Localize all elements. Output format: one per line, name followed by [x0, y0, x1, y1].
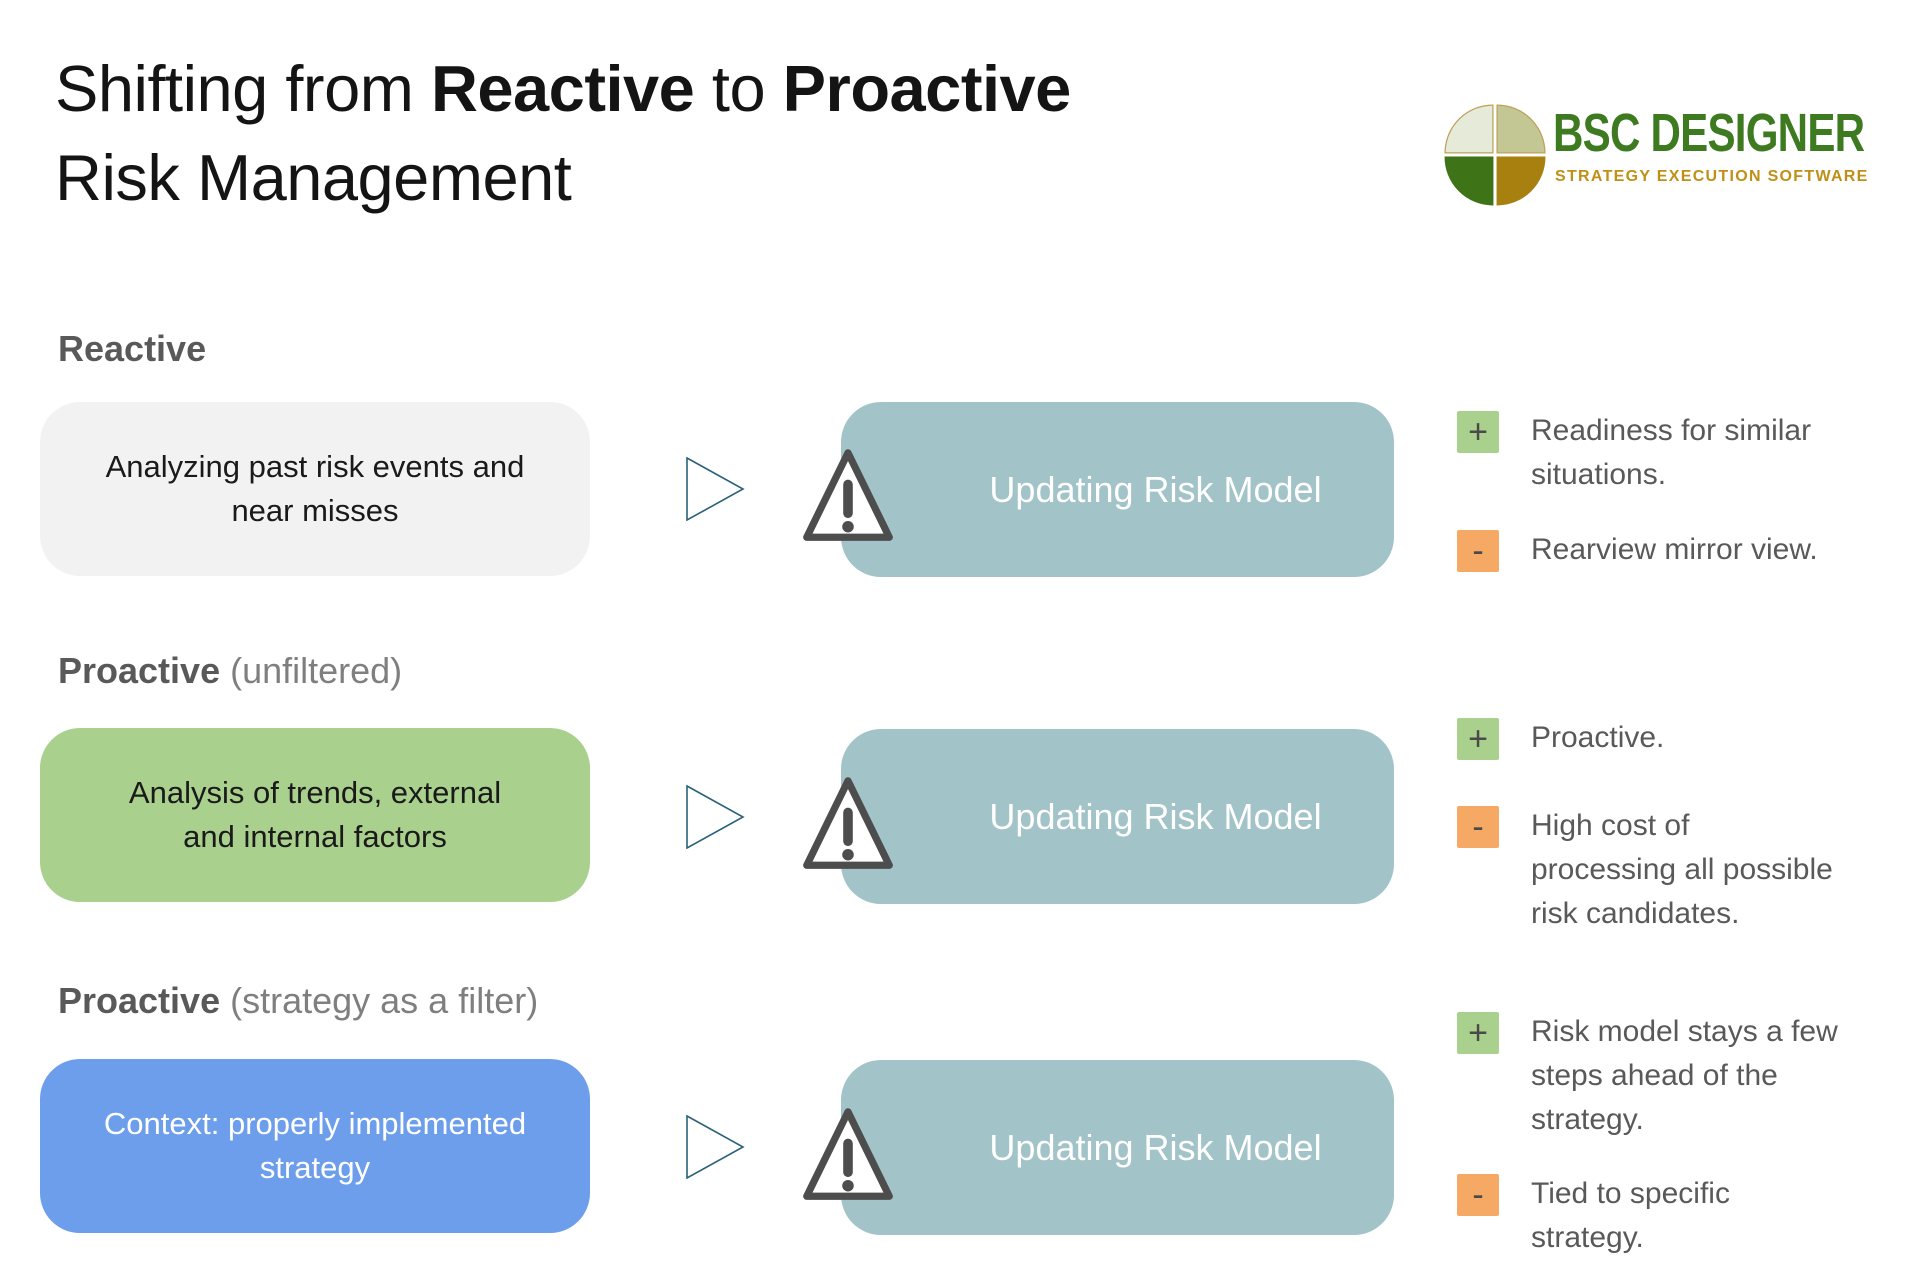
title-word-proactive: Proactive: [782, 52, 1072, 125]
warning-icon: [803, 777, 893, 869]
source-box-text: Analysis of trends, external and interna…: [128, 775, 502, 854]
source-box-proactive-unfiltered: Analysis of trends, external and interna…: [40, 728, 590, 902]
plus-icon: +: [1457, 1012, 1499, 1054]
warning-icon: [803, 449, 893, 541]
con-note-1: Rearview mirror view.: [1531, 533, 1818, 566]
page-title-line1: Shifting from Reactive to Proactive: [55, 52, 1072, 125]
row-heading-reactive: Reactive: [58, 328, 207, 369]
minus-icon: -: [1457, 806, 1499, 848]
risk-model-box-1: Updating Risk Model: [841, 402, 1394, 577]
source-box-reactive: Analyzing past risk events and near miss…: [40, 402, 590, 576]
page-title: Shifting from Reactive to Proactive Risk…: [55, 44, 1071, 222]
arrow-right-icon: [686, 457, 745, 521]
logo-name: BSC DESIGNER: [1553, 103, 1865, 163]
plus-icon: +: [1457, 411, 1499, 453]
pro-note-3: Risk model stays a few steps ahead of th…: [1531, 1015, 1838, 1136]
con-note-2: High cost of processing all possible ris…: [1531, 809, 1833, 930]
risk-model-label: Updating Risk Model: [989, 795, 1322, 837]
minus-icon: -: [1457, 1174, 1499, 1216]
risk-model-box-2: Updating Risk Model: [841, 729, 1394, 904]
source-box-strategy-context: Context: properly implemented strategy: [40, 1059, 590, 1233]
risk-model-label: Updating Risk Model: [989, 468, 1322, 510]
pro-note-1: Readiness for similar situations.: [1531, 414, 1812, 491]
arrow-right-icon: [686, 1115, 745, 1179]
source-box-text: Context: properly implemented strategy: [103, 1106, 527, 1185]
logo-tagline: STRATEGY EXECUTION SOFTWARE: [1555, 168, 1869, 185]
row-heading-proactive-unfiltered: Proactive (unfiltered): [58, 650, 403, 691]
title-word-reactive: Reactive: [430, 52, 695, 125]
minus-icon: -: [1457, 530, 1499, 572]
arrow-right-icon: [686, 785, 745, 849]
con-note-3: Tied to specific strategy.: [1531, 1177, 1730, 1254]
source-box-text: Analyzing past risk events and near miss…: [105, 449, 525, 528]
plus-icon: +: [1457, 718, 1499, 760]
row-heading-proactive-filter: Proactive (strategy as a filter): [58, 980, 539, 1021]
pro-note-2: Proactive.: [1531, 721, 1665, 754]
risk-model-label: Updating Risk Model: [989, 1126, 1322, 1168]
page-title-line2: Risk Management: [55, 141, 572, 214]
warning-icon: [803, 1108, 893, 1200]
risk-model-box-3: Updating Risk Model: [841, 1060, 1394, 1235]
logo-pie-icon: [1444, 104, 1546, 206]
